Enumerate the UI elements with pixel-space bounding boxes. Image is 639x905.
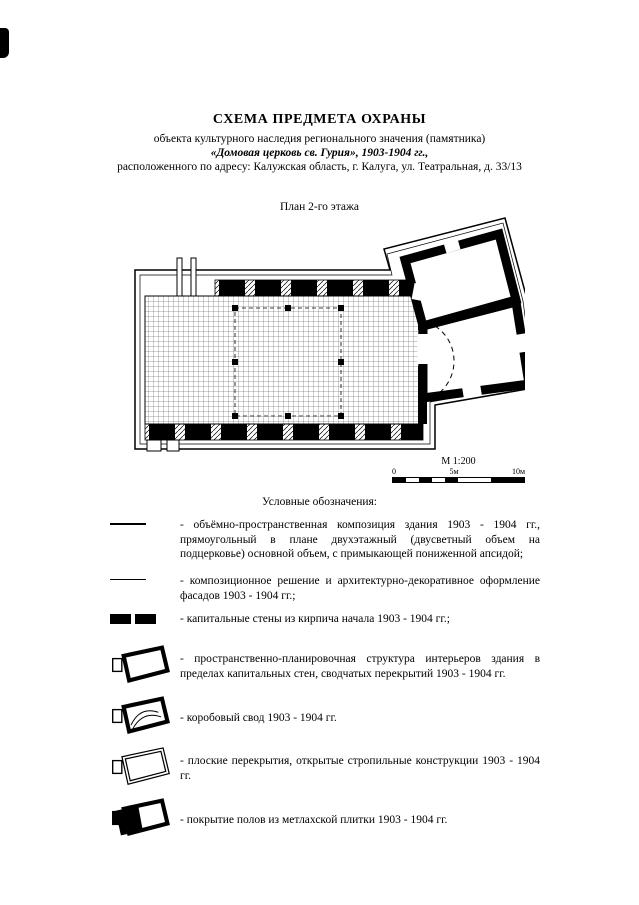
subtitle-line-3: расположенного по адресу: Калужская обла… [117,161,522,173]
east-room [417,296,525,404]
scale-tick-0: 0 [392,467,396,476]
scale-ticks: 0 5м 10м [392,468,525,476]
legend-item-facades: - композиционное решение и архитектурно-… [110,574,540,603]
outer-contour-thin [139,222,525,445]
legend-item-walls: - капитальные стены из кирпича начала 19… [110,612,540,630]
chimney-stub [190,257,197,297]
legend-item-text: - объёмно-пространственная композиция зд… [180,519,540,561]
plan-icon-flat [112,746,170,785]
legend-item-volume: - объёмно-пространственная композиция зд… [110,518,540,562]
page-title: СХЕМА ПРЕДМЕТА ОХРАНЫ [212,112,427,127]
plan-icon-floor [112,797,170,836]
legend-item-text: - коробовый свод 1903 - 1904 гг. [180,711,337,724]
scale-tick-5m: 5м [449,467,459,476]
legend-item-text: - плоские перекрытия, открытые стропильн… [180,755,540,783]
apse-arc [426,321,455,401]
thin-line-symbol [110,579,146,581]
plan-icon-vault [112,695,170,734]
legend-item-text: - пространственно-планировочная структур… [180,653,540,681]
legend-item-interior: - пространственно-планировочная структур… [110,644,540,691]
scale-strip [392,477,525,483]
outer-contour-thick [134,217,525,450]
bottom-wall-blocks [149,424,423,440]
capital-wall-symbol [110,613,156,624]
legend-item-flat-ceilings: - плоские перекрытия, открытые стропильн… [110,746,540,793]
subtitle-line-1: объекта культурного наследия регионально… [153,133,486,145]
thick-line-symbol [110,523,146,525]
legend-item-text: - композиционное решение и архитектурно-… [180,575,540,602]
annex-stub [146,439,162,452]
legend-item-text: - капитальные стены из кирпича начала 19… [180,612,450,625]
pillars [232,305,344,419]
legend: - объёмно-пространственная композиция зд… [110,518,540,844]
scale-tick-10m: 10м [511,467,525,476]
legend-item-text: - покрытие полов из метлахской плитки 19… [180,813,448,826]
main-hall [144,257,427,452]
plan-caption: План 2-го этажа [279,201,360,213]
scale-bar: М 1:200 0 5м 10м [392,456,525,483]
scale-label: М 1:200 [441,456,476,467]
legend-item-vault: - коробовый свод 1903 - 1904 гг. [110,695,540,742]
chimney-stub [176,257,183,297]
legend-item-floor-tiles: - покрытие полов из метлахской плитки 19… [110,797,540,844]
legend-heading: Условные обозначения: [261,496,378,508]
floor-plan-drawing [134,217,525,452]
subtitle-line-2: «Домовая церковь св. Гурия», 1903-1904 г… [210,147,429,159]
plan-icon-interior [112,644,170,683]
annex-stub [166,439,180,452]
scan-artifact [0,28,9,58]
